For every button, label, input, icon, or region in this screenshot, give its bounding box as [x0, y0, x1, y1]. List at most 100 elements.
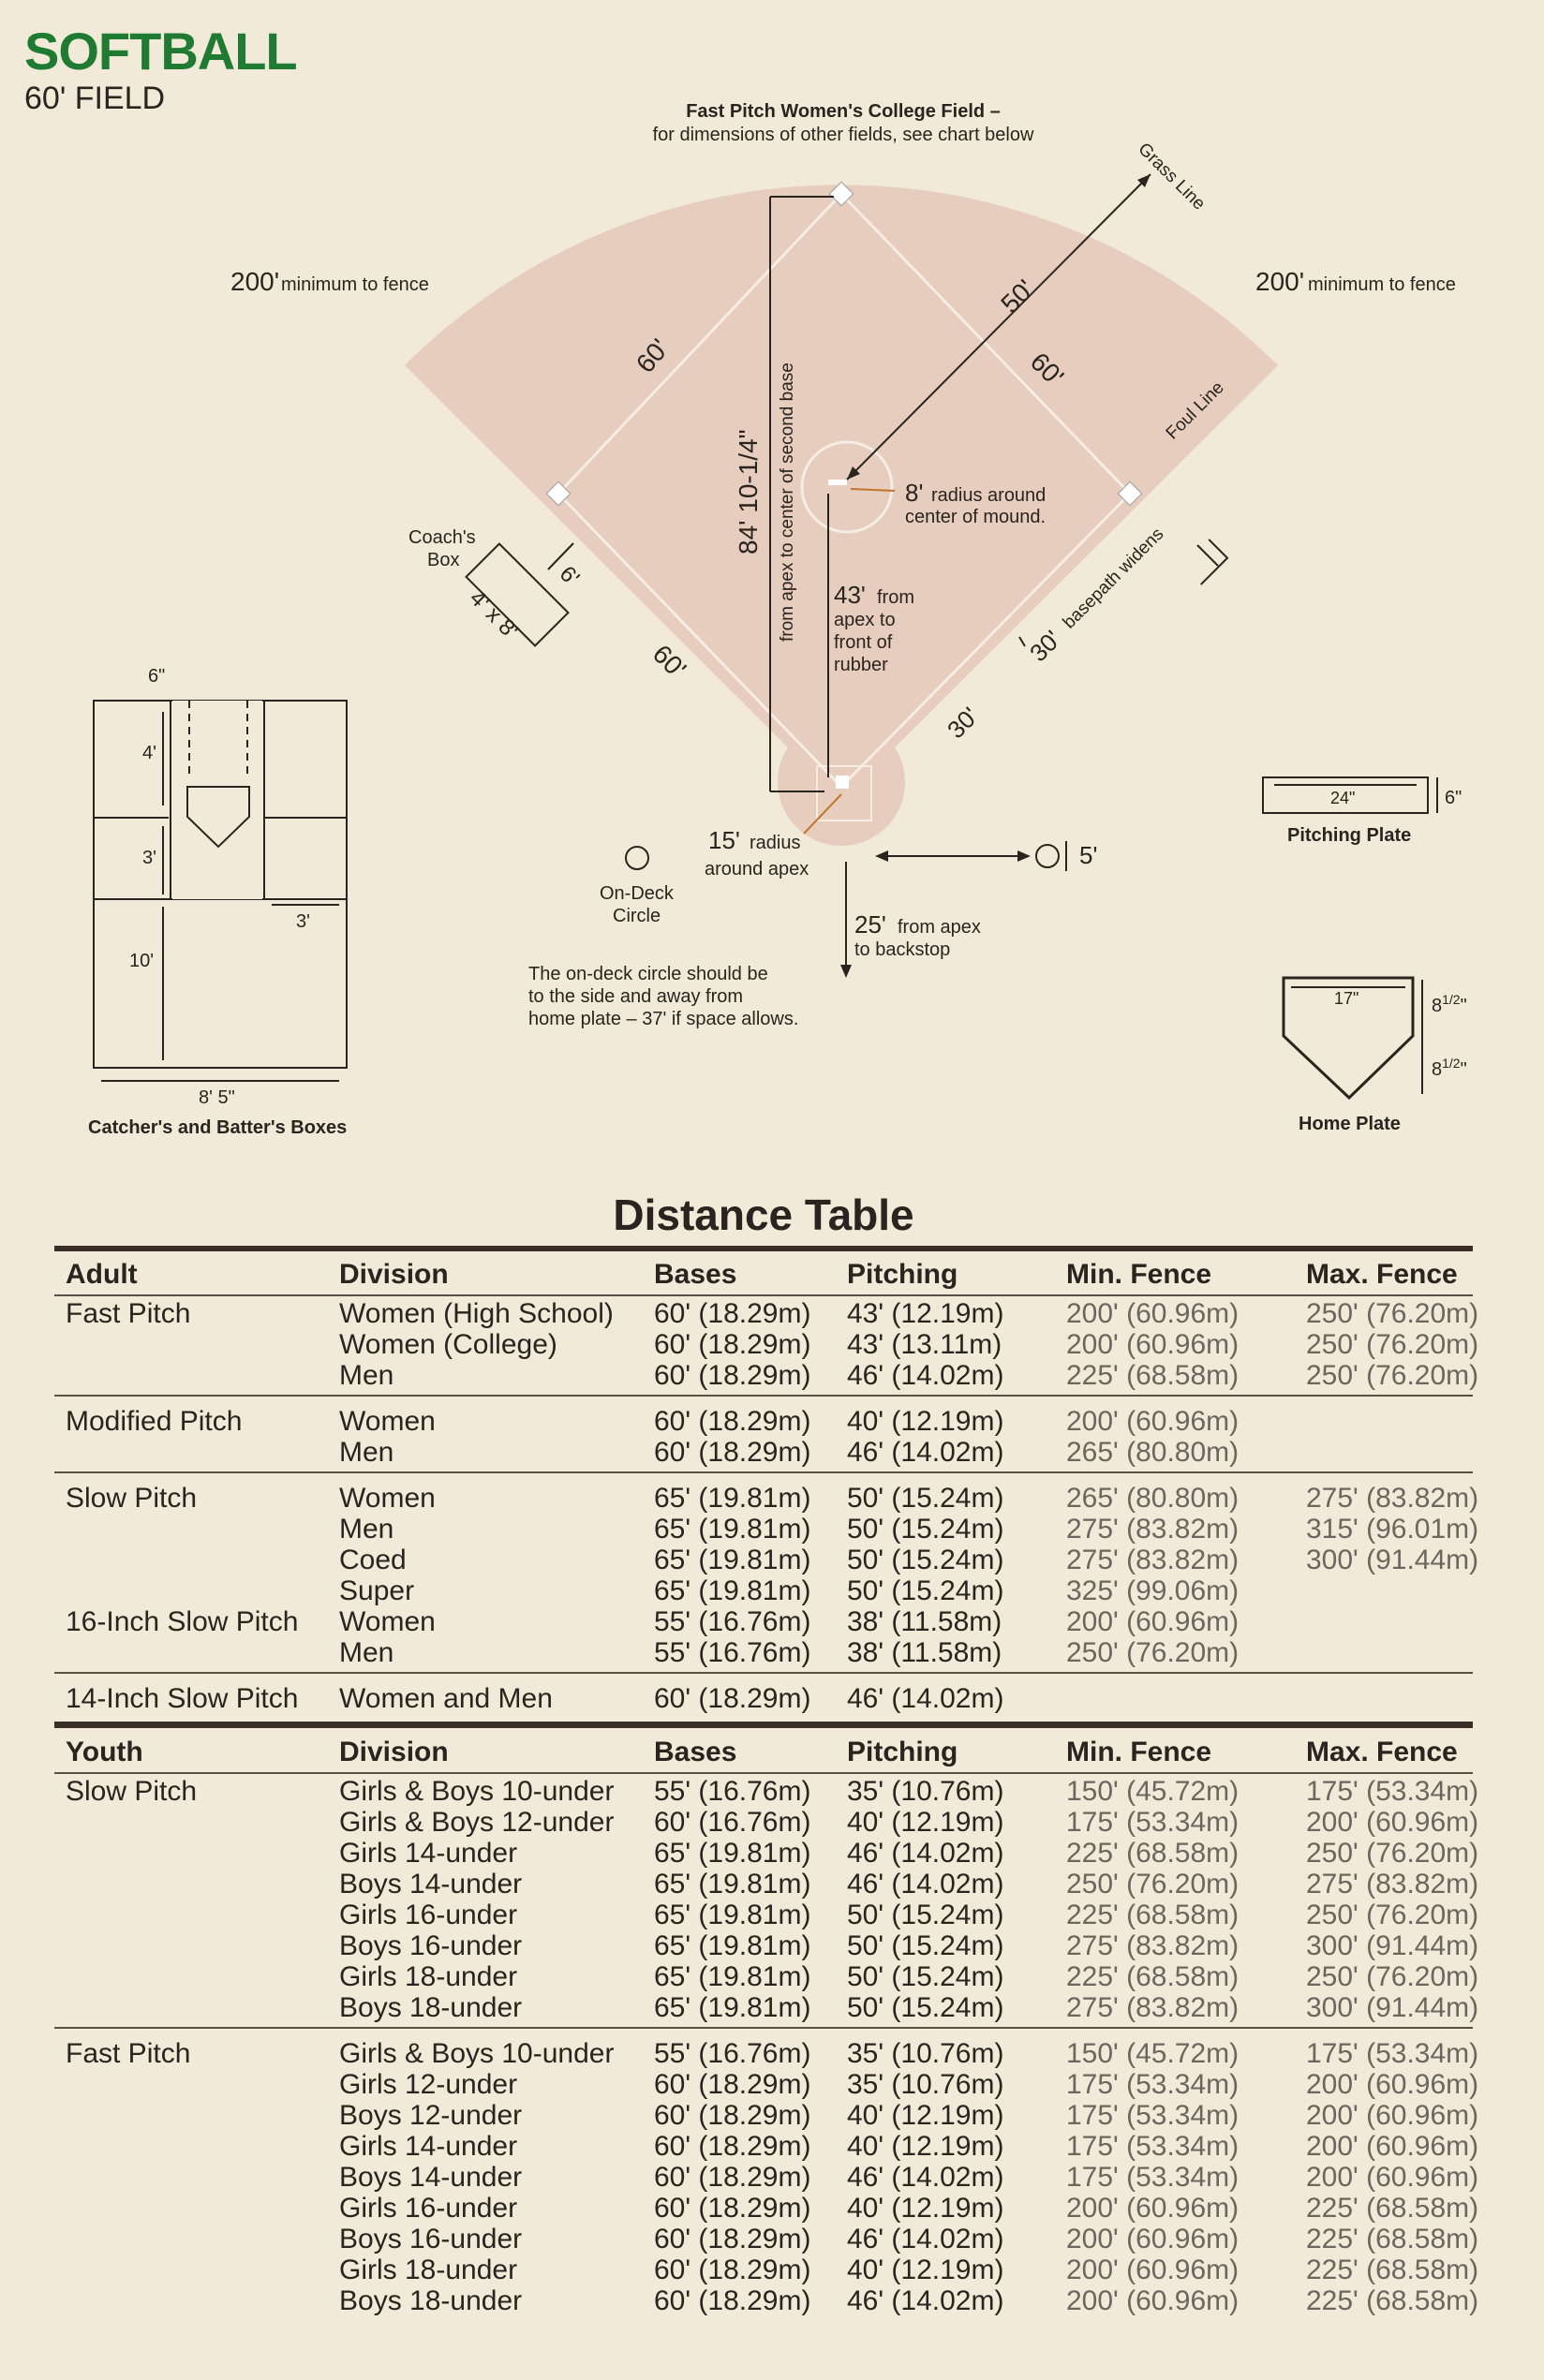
dugout-corner	[1200, 539, 1229, 585]
table-cell: 55' (16.76m)	[654, 1606, 811, 1637]
table-cell: 250' (76.20m)	[1066, 1637, 1240, 1668]
table-header-cell: Bases	[654, 1259, 737, 1290]
box-six-label: 6"	[148, 666, 165, 687]
home-plate-h2-frac: 1/2	[1442, 1056, 1461, 1071]
basepath-bracket	[1196, 544, 1219, 567]
table-cell: 250' (76.20m)	[1306, 1900, 1479, 1930]
coach-box-label-2: Box	[427, 550, 459, 570]
home-plate-h2: 81/2"	[1432, 1056, 1467, 1080]
table-cell: 150' (45.72m)	[1066, 1776, 1240, 1807]
table-cell: Boys 18-under	[339, 1992, 523, 2023]
table-cell: Girls 12-under	[339, 2069, 518, 2100]
table-cell: Men	[339, 1637, 394, 1668]
apex-radius-value: 15'	[708, 826, 740, 854]
field-caption-1: Fast Pitch Women's College Field –	[686, 101, 1001, 122]
table-header-cell: Min. Fence	[1066, 1737, 1212, 1767]
pitching-plate-width: 24"	[1330, 789, 1355, 807]
table-cell: Women	[339, 1606, 436, 1637]
table-cell: Women	[339, 1406, 436, 1437]
table-header-cell: Bases	[654, 1737, 737, 1767]
table-divider	[54, 1772, 1473, 1774]
mound-note-2: center of mound.	[905, 507, 1046, 527]
table-divider	[54, 1672, 1473, 1674]
table-cell: 50' (15.24m)	[847, 1514, 1004, 1545]
five-foot-circle	[1035, 844, 1060, 868]
basepath-tick	[1018, 636, 1026, 647]
table-cell: 60' (18.29m)	[654, 2069, 811, 2100]
table-cell: Men	[339, 1360, 394, 1391]
table-header-cell: Youth	[66, 1737, 143, 1767]
table-cell: Girls & Boys 12-under	[339, 1807, 615, 1838]
table-cell: 50' (15.24m)	[847, 1930, 1004, 1961]
mound-note-1: radius around	[931, 485, 1046, 506]
apex-to-second-value: 84' 10-1/4"	[734, 429, 763, 554]
table-header-cell: Max. Fence	[1306, 1259, 1458, 1290]
table-cell: 46' (14.02m)	[847, 1869, 1004, 1900]
table-cell: 225' (68.58m)	[1306, 2285, 1479, 2316]
table-cell: 175' (53.34m)	[1306, 1776, 1479, 1807]
table-cell: 175' (53.34m)	[1066, 2100, 1240, 2131]
box-ten-label: 10'	[129, 951, 154, 971]
table-cell: 200' (60.96m)	[1066, 2285, 1240, 2316]
table-cell: Boys 18-under	[339, 2285, 523, 2316]
table-cell: 65' (19.81m)	[654, 1961, 811, 1992]
coach-box-six-arrow	[547, 542, 574, 570]
table-header-cell: Pitching	[847, 1737, 958, 1767]
table-cell: 65' (19.81m)	[654, 1900, 811, 1930]
table-cell: 200' (60.96m)	[1066, 2254, 1240, 2285]
table-cell: 60' (18.29m)	[654, 2193, 811, 2224]
table-cell: 40' (12.19m)	[847, 2193, 1004, 2224]
table-cell: 60' (18.29m)	[654, 2162, 811, 2193]
table-cell: 275' (83.82m)	[1306, 1483, 1479, 1514]
table-cell: 40' (12.19m)	[847, 2131, 1004, 2162]
table-cell: 60' (18.29m)	[654, 1437, 811, 1468]
backstop-note-1: from apex	[898, 917, 981, 938]
home-plate-h1-whole: 8	[1432, 996, 1442, 1016]
table-cell: 200' (60.96m)	[1066, 2193, 1240, 2224]
table-cell: 150' (45.72m)	[1066, 2038, 1240, 2069]
table-cell: 38' (11.58m)	[847, 1637, 1002, 1668]
field-diagram: Fast Pitch Women's College Field – for d…	[88, 101, 1467, 1138]
table-cell: 46' (14.02m)	[847, 1838, 1004, 1869]
table-cell: Girls 18-under	[339, 1961, 518, 1992]
table-cell: 275' (83.82m)	[1306, 1869, 1479, 1900]
mound-radius-value: 8'	[905, 479, 923, 507]
table-cell: 65' (19.81m)	[654, 1992, 811, 2023]
table-cell: 275' (83.82m)	[1066, 1992, 1240, 2023]
rubber-note-3: front of	[834, 632, 893, 653]
table-cell: Boys 16-under	[339, 1930, 523, 1961]
table-cell: Coed	[339, 1545, 407, 1575]
coach-box-size: 4' x 8'	[465, 585, 523, 643]
table-cell: 265' (80.80m)	[1066, 1437, 1240, 1468]
table-cell: Boys 14-under	[339, 1869, 523, 1900]
page-subtitle: 60' FIELD	[24, 81, 166, 116]
box-four-label: 4'	[142, 743, 156, 763]
basepath-home-to-third: 60'	[647, 639, 692, 684]
table-cell: 225' (68.58m)	[1306, 2193, 1479, 2224]
table-cell: Women and Men	[339, 1683, 553, 1714]
table-cell: Girls & Boys 10-under	[339, 2038, 615, 2069]
apex-arrow	[803, 793, 842, 835]
table-cell: 175' (53.34m)	[1066, 2069, 1240, 2100]
coach-box-label-1: Coach's	[408, 527, 476, 548]
table-cell: 46' (14.02m)	[847, 1360, 1004, 1391]
on-deck-circle	[625, 846, 649, 870]
table-cell: 38' (11.58m)	[847, 1606, 1002, 1637]
table-cell: Super	[339, 1575, 415, 1606]
table-cell: 65' (19.81m)	[654, 1575, 811, 1606]
backstop-arrowhead	[840, 965, 852, 978]
